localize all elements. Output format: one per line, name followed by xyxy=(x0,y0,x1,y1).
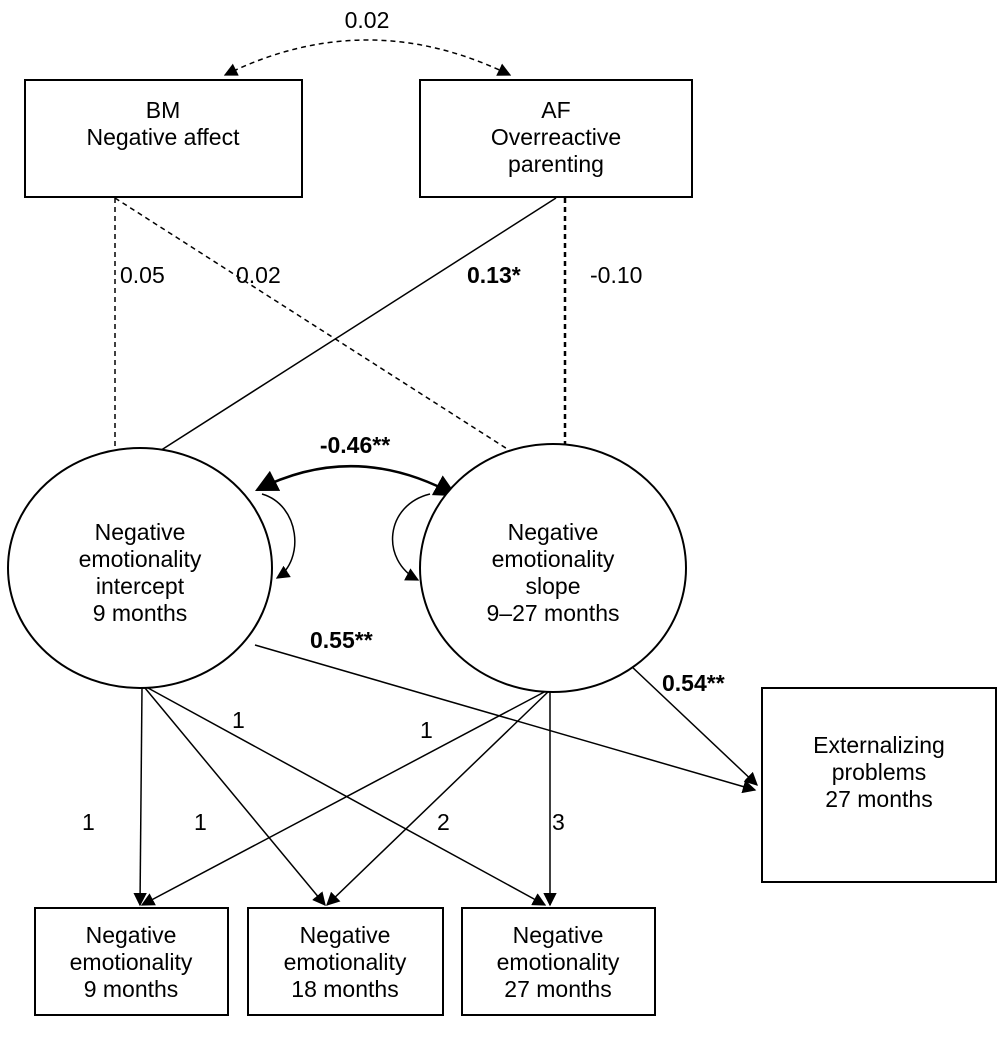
node-label: BM xyxy=(146,97,181,123)
af-intercept-path xyxy=(128,197,557,471)
node-label: 18 months xyxy=(291,976,398,1002)
node-label: Overreactive xyxy=(491,124,621,150)
node-label: Negative affect xyxy=(86,124,240,150)
intercept-ne18-loading xyxy=(144,687,326,907)
node-label: Negative xyxy=(86,922,177,948)
node-label: Negative xyxy=(95,519,186,545)
node-label: Externalizing xyxy=(813,732,945,758)
node-label: parenting xyxy=(508,151,604,177)
intercept-latent-ellipse: Negative emotionality intercept 9 months xyxy=(7,447,273,689)
coef-slope-ne18: 2 xyxy=(437,809,450,835)
node-label: problems xyxy=(832,759,927,785)
coef-bm-intercept: 0.05 xyxy=(120,262,165,288)
bm-af-covariance-arrow xyxy=(223,39,512,76)
node-label: Negative xyxy=(513,922,604,948)
coef-slope-ne9: 1 xyxy=(420,717,433,743)
node-label: emotionality xyxy=(497,949,620,975)
slope-ne9-loading xyxy=(140,689,549,906)
node-label: 9–27 months xyxy=(487,600,620,626)
slope-externalizing-path xyxy=(629,664,758,786)
node-label: slope xyxy=(526,573,581,599)
slope-variance-loop xyxy=(391,493,431,581)
ne-18-months-box: Negative emotionality 18 months xyxy=(247,907,444,1016)
intercept-variance-loop xyxy=(261,493,296,579)
coef-slope-externalizing: 0.54** xyxy=(662,670,725,696)
coef-af-slope: -0.10 xyxy=(590,262,642,288)
coef-intercept-ne18: 1 xyxy=(194,809,207,835)
node-label: emotionality xyxy=(492,546,615,572)
coef-intercept-slope: -0.46** xyxy=(320,432,390,458)
node-label: 9 months xyxy=(93,600,188,626)
bm-slope-path xyxy=(114,197,539,469)
node-label: Negative xyxy=(508,519,599,545)
ne-9-months-box: Negative emotionality 9 months xyxy=(34,907,229,1016)
node-label: 27 months xyxy=(825,786,932,812)
bm-negative-affect-box: BM Negative affect xyxy=(24,79,303,198)
coef-bm-slope: 0.02 xyxy=(236,262,281,288)
slope-ne18-loading xyxy=(326,689,551,906)
node-label: 9 months xyxy=(84,976,179,1002)
node-label: Negative xyxy=(300,922,391,948)
intercept-slope-covariance-arrow xyxy=(254,464,457,497)
coef-intercept-ne9: 1 xyxy=(82,809,95,835)
intercept-ne9-loading xyxy=(133,687,147,907)
coef-slope-ne27: 3 xyxy=(552,809,565,835)
externalizing-problems-box: Externalizing problems 27 months xyxy=(761,687,997,883)
node-label: intercept xyxy=(96,573,185,599)
af-overreactive-parenting-box: AF Overreactive parenting xyxy=(419,79,693,198)
intercept-externalizing-path xyxy=(254,644,757,794)
node-label: 27 months xyxy=(504,976,611,1002)
coef-af-intercept: 0.13* xyxy=(467,262,521,288)
ne-27-months-box: Negative emotionality 27 months xyxy=(461,907,656,1016)
node-label: emotionality xyxy=(284,949,407,975)
slope-latent-ellipse: Negative emotionality slope 9–27 months xyxy=(419,443,687,693)
node-label: emotionality xyxy=(79,546,202,572)
coef-intercept-ne27: 1 xyxy=(232,707,245,733)
node-label: emotionality xyxy=(70,949,193,975)
coef-bm-af: 0.02 xyxy=(345,7,390,33)
node-label: AF xyxy=(541,97,570,123)
coef-intercept-externalizing: 0.55** xyxy=(310,627,373,653)
